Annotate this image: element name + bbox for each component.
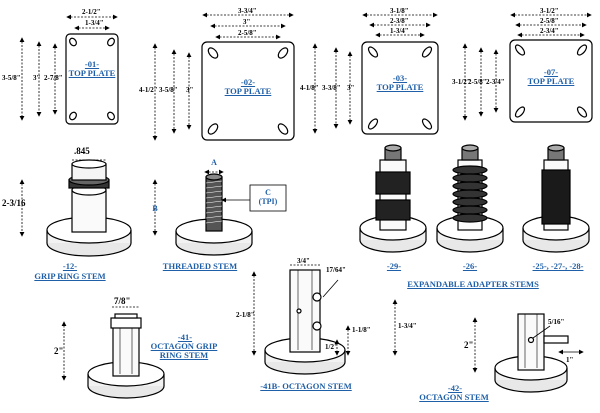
plate-07-height-outer: 3-1/2" (452, 78, 471, 86)
octagon-grip-height: 2" (54, 346, 64, 356)
plate-03-label: TOP PLATE (376, 82, 424, 92)
octagon-41b-hole: 17/64" (326, 266, 346, 274)
octagon-41b-height-b: 1-1/8" (352, 326, 371, 334)
threaded-stem (175, 173, 253, 256)
expandable-label: EXPANDABLE ADAPTER STEMS (407, 279, 539, 289)
grip-ring-number: -12- (62, 261, 78, 271)
plate-03-height-outer: 4-1/8" (300, 84, 319, 92)
octagon-grip-ring-stem (87, 313, 165, 399)
plate-07-number: -07- (543, 67, 559, 77)
top-plate-02 (201, 41, 295, 141)
expandable-stem-25-27-28 (522, 144, 590, 253)
octagon-41b-height-a: 1-3/4" (398, 322, 417, 330)
plate-01-label: TOP PLATE (68, 68, 116, 78)
octagon-42-pin: 1" (566, 356, 574, 364)
octagon-41b-top-dim: 3/4" (297, 257, 310, 265)
plate-03-height-mid: 3-3/8" (322, 84, 341, 92)
plate-01-number: -01- (84, 59, 100, 69)
plate-01-width-outer: 2-1/2" (82, 8, 101, 16)
plate-02-number: -02- (240, 77, 256, 87)
octagon-41b-height-total: 2-1/8" (236, 311, 255, 319)
plate-02-width-inner: 2-5/8" (238, 29, 257, 37)
plate-01-height-inner: 2-7/8" (44, 74, 63, 82)
plate-03-width-outer: 3-1/8" (390, 7, 409, 15)
grip-ring-label: GRIP RING STEM (34, 271, 106, 281)
plate-07-height-inner: 2-3/4" (486, 78, 505, 86)
top-plate-01 (65, 33, 119, 125)
plate-02-width-outer: 3-3/4" (238, 7, 257, 15)
plate-02-width-mid: 3" (243, 18, 251, 26)
plate-02-label: TOP PLATE (224, 86, 272, 96)
plate-07-label: TOP PLATE (527, 76, 575, 86)
octagon-stem-42 (494, 313, 569, 393)
octagon-41b-label: -41B- OCTAGON STEM (260, 381, 352, 391)
threaded-stem-label: THREADED STEM (162, 261, 238, 271)
expandable-29-number: -29- (386, 261, 402, 271)
top-plate-07 (509, 39, 593, 123)
expandable-26-number: -26- (462, 261, 478, 271)
threaded-b-label: B (152, 204, 158, 213)
threaded-c-label: C (265, 188, 271, 197)
plate-03-width-inner: 1-3/4" (390, 27, 409, 35)
plate-01-height-mid: 3" (33, 74, 41, 82)
plate-07-width-inner: 2-3/4" (540, 27, 559, 35)
grip-ring-stem (46, 159, 132, 257)
top-plate-03 (361, 41, 439, 135)
plate-01-width-inner: 1-3/4" (85, 19, 104, 27)
expandable-stem-26 (436, 144, 504, 253)
threaded-a-label: A (211, 158, 217, 167)
octagon-42-hole: 5/16" (548, 318, 565, 326)
expandable-25-27-28-number: -25-, -27-, -28- (532, 261, 584, 271)
plate-03-height-inner: 3" (347, 84, 355, 92)
octagon-42-height: 2" (464, 340, 474, 350)
octagon-42-label: OCTAGON STEM (419, 392, 489, 402)
plate-03-width-mid: 2-3/8" (390, 17, 409, 25)
plate-01-height-outer: 3-5/8" (2, 74, 21, 82)
plate-02-height-inner: 3" (186, 86, 194, 94)
octagon-grip-number: -41- (177, 332, 193, 342)
octagon-41b-height-c: 1/2" (325, 343, 338, 351)
octagon-42-number: -42- (447, 383, 463, 393)
plate-07-width-outer: 3-1/2" (540, 7, 559, 15)
plate-02-height-mid: 3-5/8" (159, 86, 178, 94)
expandable-stem-29 (359, 144, 427, 253)
octagon-grip-label-line1: OCTAGON GRIP (150, 341, 218, 351)
octagon-grip-label-line2: RING STEM (159, 350, 209, 360)
octagon-stem-41b (264, 269, 346, 375)
threaded-tpi-label: (TPI) (258, 197, 278, 206)
plate-03-number: -03- (392, 73, 408, 83)
plate-07-width-mid: 2-5/8" (540, 17, 559, 25)
octagon-grip-top-dim: 7/8" (114, 296, 131, 306)
plate-07-height-mid: 2-5/8" (468, 78, 487, 86)
plate-02-height-outer: 4-1/2" (139, 86, 158, 94)
grip-ring-height: 2-3/16 (2, 198, 26, 208)
grip-ring-top-dim: .845 (74, 146, 90, 156)
